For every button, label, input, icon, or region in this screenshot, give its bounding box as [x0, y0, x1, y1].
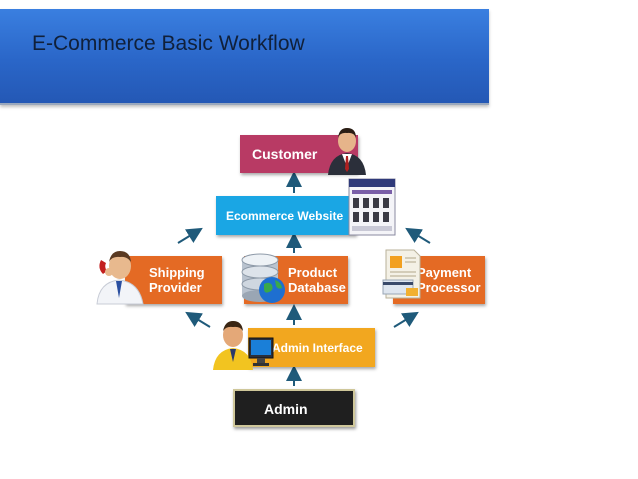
pay-card-invoice-icon	[382, 249, 421, 299]
database-globe-icon	[241, 253, 285, 303]
man-on-phone-icon	[96, 251, 144, 305]
product-database-label-line-2: Database	[288, 280, 346, 295]
arrow-admin-interface-to-shipping	[185, 311, 211, 328]
admin-label: Admin	[264, 401, 308, 417]
shipping-provider-label-line-1: Shipping	[149, 265, 205, 280]
arrow-admin-interface-to-payment	[393, 311, 419, 328]
title-header-bar	[0, 9, 489, 105]
payment-processor-label-line-2: Processor	[417, 280, 481, 295]
payment-processor-label-line-1: Payment	[417, 265, 472, 280]
shipping-provider-label-line-2: Provider	[149, 280, 202, 295]
customer-node: Customer	[240, 135, 358, 173]
arrow-payment-to-ecommerce	[405, 227, 431, 244]
customer-label: Customer	[252, 146, 318, 162]
admin-node: Admin	[233, 389, 355, 427]
slide-title: E-Commerce Basic Workflow	[32, 32, 305, 55]
businessman-icon	[328, 128, 366, 175]
man-at-computer-icon	[213, 321, 274, 370]
ecommerce-website-label: Ecommerce Website	[226, 209, 344, 223]
shipping-provider-node: Shipping Provider	[125, 256, 222, 304]
web-store-screenshot-icon	[348, 178, 396, 236]
admin-interface-label: Admin Interface	[272, 341, 363, 355]
product-database-label-line-1: Product	[288, 265, 338, 280]
arrow-shipping-to-ecommerce	[177, 227, 203, 244]
ecommerce-website-node: Ecommerce Website	[216, 196, 356, 235]
